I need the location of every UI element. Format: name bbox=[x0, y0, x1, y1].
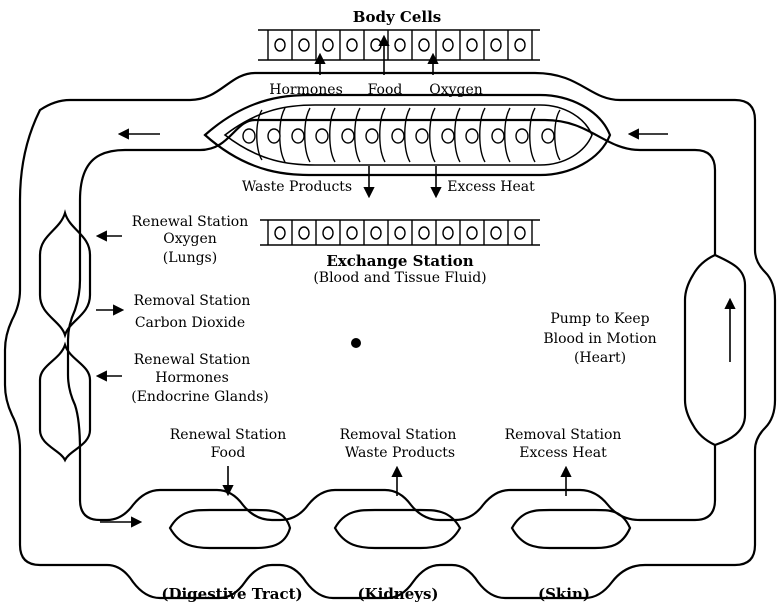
renewal-hormones-line2: Hormones bbox=[155, 370, 229, 386]
digestive-tract-label: (Digestive Tract) bbox=[161, 585, 302, 603]
removal-co2-line1: Removal Station bbox=[134, 293, 251, 309]
circulatory-loop bbox=[5, 73, 775, 598]
removal-waste-line1: Removal Station bbox=[340, 427, 457, 443]
renewal-hormones-line3: (Endocrine Glands) bbox=[131, 389, 268, 405]
pump-line3: (Heart) bbox=[574, 350, 626, 366]
oxygen-label: Oxygen bbox=[429, 82, 483, 98]
tissue-cells-row bbox=[260, 220, 540, 245]
renewal-food-line1: Renewal Station bbox=[170, 427, 287, 443]
removal-waste-line2: Waste Products bbox=[345, 445, 455, 461]
renewal-food-line2: Food bbox=[211, 445, 246, 461]
exchange-station-subtitle: (Blood and Tissue Fluid) bbox=[313, 270, 486, 286]
excess-heat-label: Excess Heat bbox=[447, 179, 535, 195]
center-dot bbox=[351, 338, 361, 348]
body-cells-title: Body Cells bbox=[353, 8, 441, 26]
endocrine-capsule bbox=[40, 345, 90, 460]
removal-heat-line2: Excess Heat bbox=[519, 445, 607, 461]
kidneys-label: (Kidneys) bbox=[357, 585, 438, 603]
hormones-label: Hormones bbox=[269, 82, 343, 98]
body-cells-row bbox=[258, 30, 540, 60]
kidneys-capsule bbox=[335, 510, 460, 548]
renewal-oxygen-line1: Renewal Station bbox=[132, 214, 249, 230]
capillary-cells bbox=[243, 108, 560, 162]
pump-line2: Blood in Motion bbox=[543, 331, 656, 347]
pump-line1: Pump to Keep bbox=[550, 311, 649, 327]
skin-capsule bbox=[512, 510, 630, 548]
removal-heat-line1: Removal Station bbox=[505, 427, 622, 443]
skin-label: (Skin) bbox=[538, 585, 590, 603]
removal-co2-line2: Carbon Dioxide bbox=[135, 315, 245, 331]
lungs-capsule bbox=[40, 213, 90, 335]
food-label: Food bbox=[368, 82, 403, 98]
exchange-station-title: Exchange Station bbox=[326, 252, 473, 270]
renewal-hormones-line1: Renewal Station bbox=[134, 352, 251, 368]
renewal-oxygen-line3: (Lungs) bbox=[163, 250, 217, 266]
waste-products-label: Waste Products bbox=[242, 179, 352, 195]
digestive-capsule bbox=[170, 510, 290, 548]
renewal-oxygen-line2: Oxygen bbox=[163, 231, 217, 247]
